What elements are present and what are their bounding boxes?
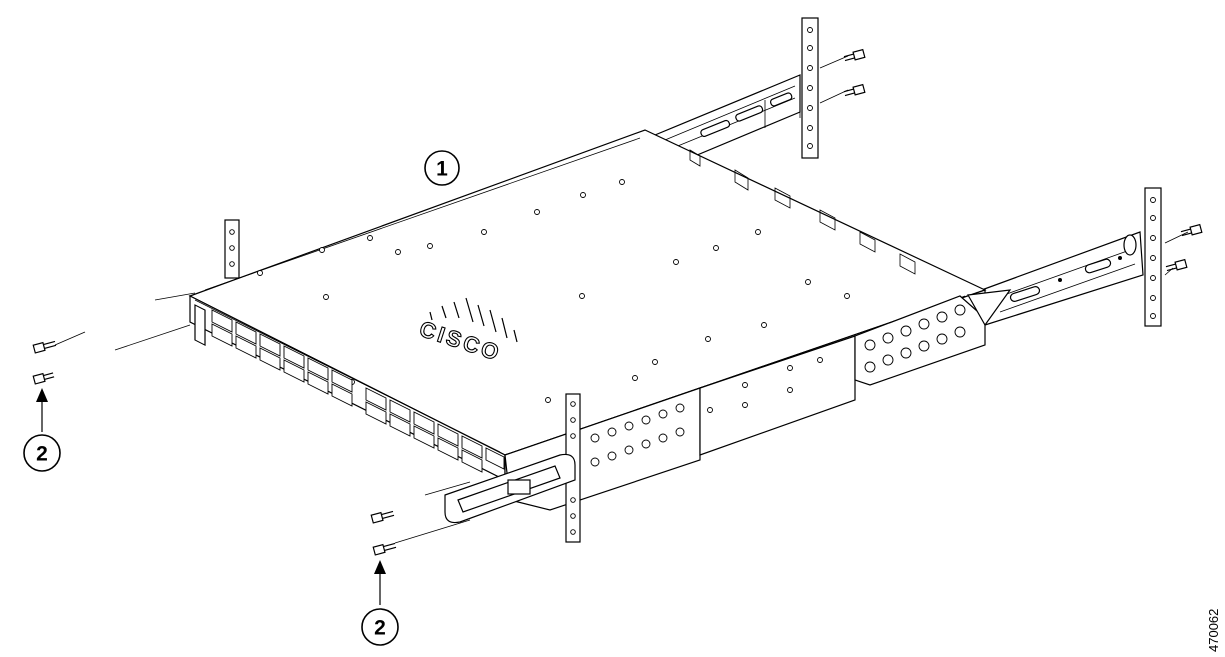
callout-1: 1 (424, 150, 460, 186)
screw (372, 542, 397, 556)
screw (1165, 258, 1188, 272)
callout-2-bottom: 2 (361, 608, 399, 646)
callout-2-left-label: 2 (36, 443, 48, 466)
figure-number: 470062 (1206, 609, 1221, 652)
screw-group-right (1165, 223, 1203, 272)
front-rack-post-left (224, 219, 240, 279)
front-handle (444, 453, 576, 524)
side-rail-extension (699, 335, 856, 456)
screw (843, 83, 866, 97)
rear-slider-bracket-right (967, 231, 1144, 326)
screw-group-bottom (370, 510, 397, 556)
screw (32, 372, 55, 385)
front-port-panel (194, 304, 505, 473)
screw (370, 510, 395, 524)
callout-2-left: 2 (23, 434, 61, 472)
port-grid (211, 309, 505, 473)
screw (843, 48, 866, 62)
rear-slider-bracket-top (654, 74, 801, 159)
rear-rack-post-right (801, 17, 819, 159)
rear-bracket-plate (854, 289, 1012, 386)
callout-arrow-bottom (374, 560, 386, 605)
callout-2-bottom-label: 2 (374, 617, 386, 640)
callout-1-label: 1 (436, 158, 448, 181)
screw (32, 340, 57, 354)
rear-rack-post-right-lower (1144, 187, 1162, 327)
screw-group-left (32, 340, 57, 385)
screw-group-top-right (843, 48, 866, 97)
callout-arrow-left (36, 388, 48, 432)
alignment-lines (54, 55, 1189, 544)
screw (1180, 223, 1203, 237)
